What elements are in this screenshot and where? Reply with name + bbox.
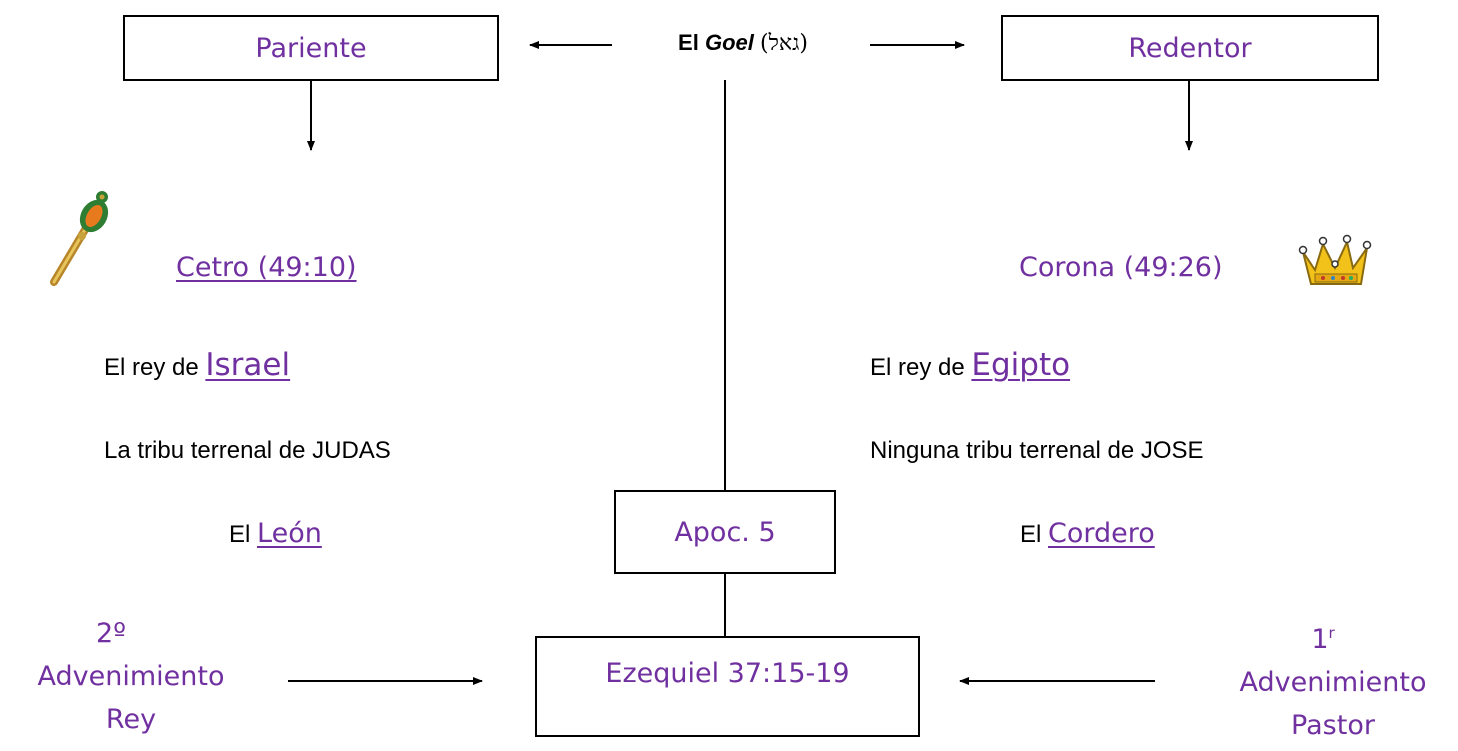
left-rey-name: Israel	[205, 347, 291, 383]
right-adv-number-line: 1r	[1208, 612, 1458, 661]
left-rey-prefix: El rey de	[104, 354, 206, 381]
right-rey-line: El rey de Egipto	[870, 347, 1070, 383]
right-rey-prefix: El rey de	[870, 354, 972, 381]
cetro-label: Cetro (49:10)	[176, 252, 357, 283]
pariente-label: Pariente	[255, 32, 367, 64]
goel-prefix: El	[678, 30, 705, 55]
ezequiel-label: Ezequiel 37:15-19	[605, 658, 850, 689]
apocalipsis-label: Apoc. 5	[674, 516, 776, 548]
left-animal-prefix: El	[229, 521, 258, 548]
left-adv-role: Rey	[105, 704, 157, 735]
left-advent: 2º Advenimiento Rey	[6, 612, 256, 741]
right-rey-name: Egipto	[971, 347, 1071, 383]
right-tribu: Ninguna tribu terrenal de JOSE	[870, 437, 1204, 464]
scepter-icon	[50, 191, 109, 286]
left-animal: León	[257, 518, 322, 549]
ezequiel-box: Ezequiel 37:15-19	[535, 636, 920, 737]
redentor-box: Redentor	[1001, 15, 1379, 81]
right-adv-word: Advenimiento	[1239, 667, 1427, 698]
corona-label: Corona (49:26)	[1019, 252, 1223, 283]
redentor-label: Redentor	[1128, 32, 1252, 64]
right-advent: 1r Advenimiento Pastor	[1208, 612, 1458, 747]
right-animal-line: El Cordero	[1020, 518, 1155, 549]
right-adv-role: Pastor	[1291, 710, 1375, 741]
right-animal-prefix: El	[1020, 521, 1049, 548]
right-adv-number: 1	[1311, 624, 1329, 655]
crown-icon	[1298, 234, 1372, 285]
pariente-box: Pariente	[123, 15, 499, 81]
goel-title: El Goel (גאל)	[622, 30, 864, 56]
left-animal-line: El León	[229, 518, 322, 549]
left-adv-number: 2º	[96, 618, 126, 649]
goel-word: Goel	[704, 30, 754, 55]
right-adv-sup: r	[1328, 624, 1335, 642]
apocalipsis-box: Apoc. 5	[614, 490, 836, 574]
left-adv-word: Advenimiento	[37, 661, 225, 692]
right-animal: Cordero	[1048, 518, 1155, 549]
goel-hebrew: (גאל)	[759, 31, 808, 56]
left-tribu: La tribu terrenal de JUDAS	[104, 437, 391, 464]
left-rey-line: El rey de Israel	[104, 347, 290, 383]
